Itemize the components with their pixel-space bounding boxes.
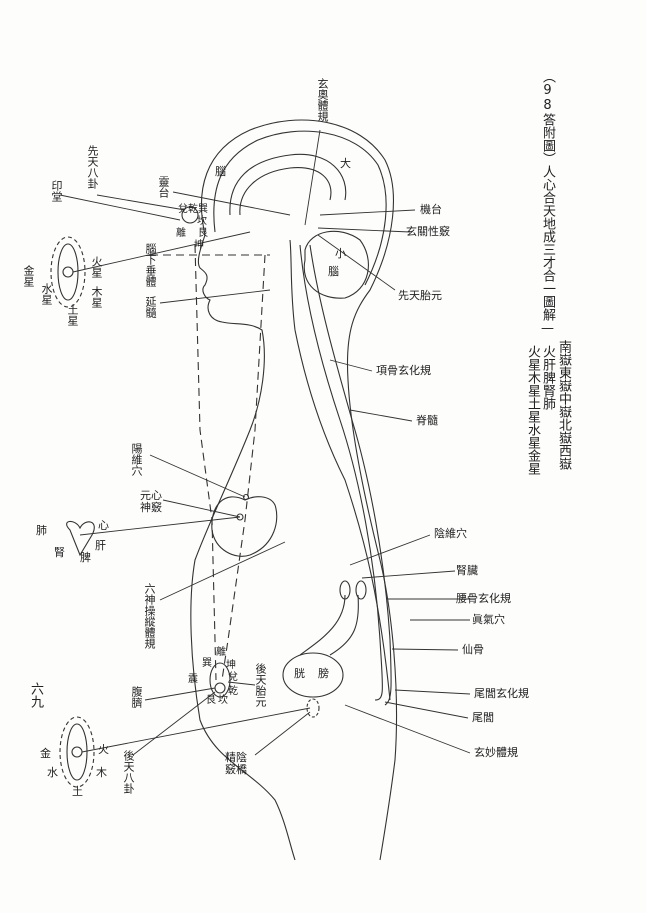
label-gan: 肝 (95, 539, 106, 552)
label-yang-wei: 陽維穴 (130, 443, 143, 476)
cerebellum (303, 230, 369, 299)
label-xiao: 小 (335, 247, 346, 260)
label-liu-shen: 六神操縱體規 (143, 583, 156, 649)
label-huo-xing: 火星 (90, 256, 103, 278)
trigram-zhen: 震 (188, 674, 198, 685)
label-ling-tai: 靈台 (157, 176, 170, 198)
title-mountains: 南嶽東嶽中嶽北嶽西嶽 (556, 340, 571, 470)
label-fu-qi: 腹臍 (130, 686, 143, 708)
face-outline (190, 234, 296, 861)
label-nao: 腦 (215, 165, 226, 178)
upper-trigram-point (181, 206, 199, 224)
label-jing-yin: 精陰 (225, 751, 247, 764)
spine-front (299, 244, 383, 701)
navel-point (214, 682, 226, 694)
lower-eye-shape (66, 723, 88, 781)
trigram-dui: 兌 (228, 672, 238, 683)
label-shui: 水 (47, 766, 58, 779)
bladder-shape (282, 652, 344, 698)
label-xuan-guan: 玄關性竅 (406, 225, 450, 238)
label-wei-lu: 尾閭 (472, 711, 494, 724)
brainstem (289, 239, 391, 701)
label-tu: 土 (72, 785, 83, 798)
label-xian-gu: 仙骨 (462, 643, 484, 656)
label-xiang-gu: 項骨玄化規 (376, 364, 431, 377)
label-yin-wei: 陰維穴 (434, 527, 467, 540)
label-yan-sui: 延髓 (144, 296, 157, 318)
trigram-kan-lower: 坎 (218, 695, 228, 706)
label-qiao-qiao: 竅橋 (225, 763, 247, 776)
label-ji-sui: 脊髓 (416, 414, 438, 427)
label-fei: 肺 (36, 524, 47, 537)
label-wei-lu-xuan: 尾閭玄化規 (474, 687, 529, 700)
label-da: 大 (340, 157, 351, 170)
lower-eye-pupil (71, 746, 83, 758)
trigram-kun-lower: 坤 (226, 660, 236, 671)
label-yao-gu: 腰骨玄化規 (456, 592, 511, 605)
label-pi: 脾 (80, 551, 91, 564)
label-zhen-qi: 眞氣穴 (472, 613, 505, 626)
label-yin-tang: 印堂 (50, 180, 63, 202)
label-mu: 木 (96, 766, 107, 779)
brain-fold-2 (239, 167, 332, 216)
label-hou-tian-tai-yuan: 後天胎元 (254, 663, 267, 707)
kidney-left (339, 580, 351, 600)
label-nao-xia-chui-ti: 腦下垂體 (144, 243, 157, 287)
dashed-channel-left (194, 244, 217, 681)
dashed-channel-right (221, 254, 266, 681)
heart-shape (211, 496, 278, 557)
page-number: 六九 (28, 682, 43, 708)
kidney-right (355, 580, 367, 600)
trigram-kan: 坎 (197, 216, 207, 227)
trigram-dui-qian-xun: 兌乾巽 (178, 204, 208, 215)
trigram-gen: 艮 (198, 228, 208, 239)
ureter-right (329, 594, 359, 656)
leader-lines (59, 129, 471, 756)
label-shui-xing: 水星 (40, 283, 53, 305)
ureter-left (299, 594, 346, 656)
figure-title: （98答附圖）人心合天地成三才合一圖解— (540, 70, 555, 336)
title-planets: 火星木星土星水星金星 (525, 345, 540, 475)
label-guang: 胱 (294, 667, 305, 680)
upper-eye-halo (50, 236, 86, 308)
yang-wei-point (242, 493, 250, 501)
trigram-xun: 巽 (202, 658, 212, 669)
label-xuan-ao: 玄奧體規 (316, 78, 329, 122)
skull-inner (213, 130, 387, 286)
label-hou-tian-ba-gua: 後天八卦 (122, 750, 135, 794)
trigram-li: 離 (176, 228, 186, 239)
label-xian-tian-tai-yuan: 先天胎元 (398, 289, 442, 302)
small-heart-shape (66, 520, 95, 557)
upper-eye-pupil (62, 266, 74, 278)
label-yuan-xin: 元心 (140, 489, 162, 502)
label-mu-xing: 木星 (90, 286, 103, 308)
label-huo: 火 (98, 743, 109, 756)
label-jin-xing: 金星 (22, 265, 35, 287)
trigram-kun: 坤 (194, 240, 204, 251)
lower-trigram-shape (209, 662, 231, 698)
label-xian-tian-ba-gua: 先天八卦 (86, 145, 99, 189)
label-jin: 金 (40, 747, 51, 760)
label-shen-zang: 腎臟 (456, 564, 478, 577)
label-ji-tai: 機台 (420, 203, 442, 216)
lower-eye-halo (59, 716, 95, 788)
jing-yin-organ (306, 698, 320, 718)
trigram-gen-lower: 艮 (206, 695, 216, 706)
label-xin: 心 (98, 519, 109, 532)
spine-back (309, 244, 392, 706)
title-organs: 火肝脾腎肺 (540, 345, 555, 410)
upper-eye-shape (57, 243, 79, 301)
label-shen-qiao: 神竅 (140, 501, 162, 514)
skull-outline (200, 119, 398, 861)
label-pang: 膀 (318, 667, 329, 680)
label-xuan-miao: 玄妙體規 (474, 746, 518, 759)
trigram-qian: 乾 (228, 686, 238, 697)
brain-fold (229, 153, 347, 216)
label-shen: 腎 (54, 546, 65, 559)
label-xiao-nao: 腦 (328, 265, 339, 278)
trigram-li-lower: 離 (216, 647, 226, 658)
label-tu-xing: 土星 (66, 304, 79, 326)
